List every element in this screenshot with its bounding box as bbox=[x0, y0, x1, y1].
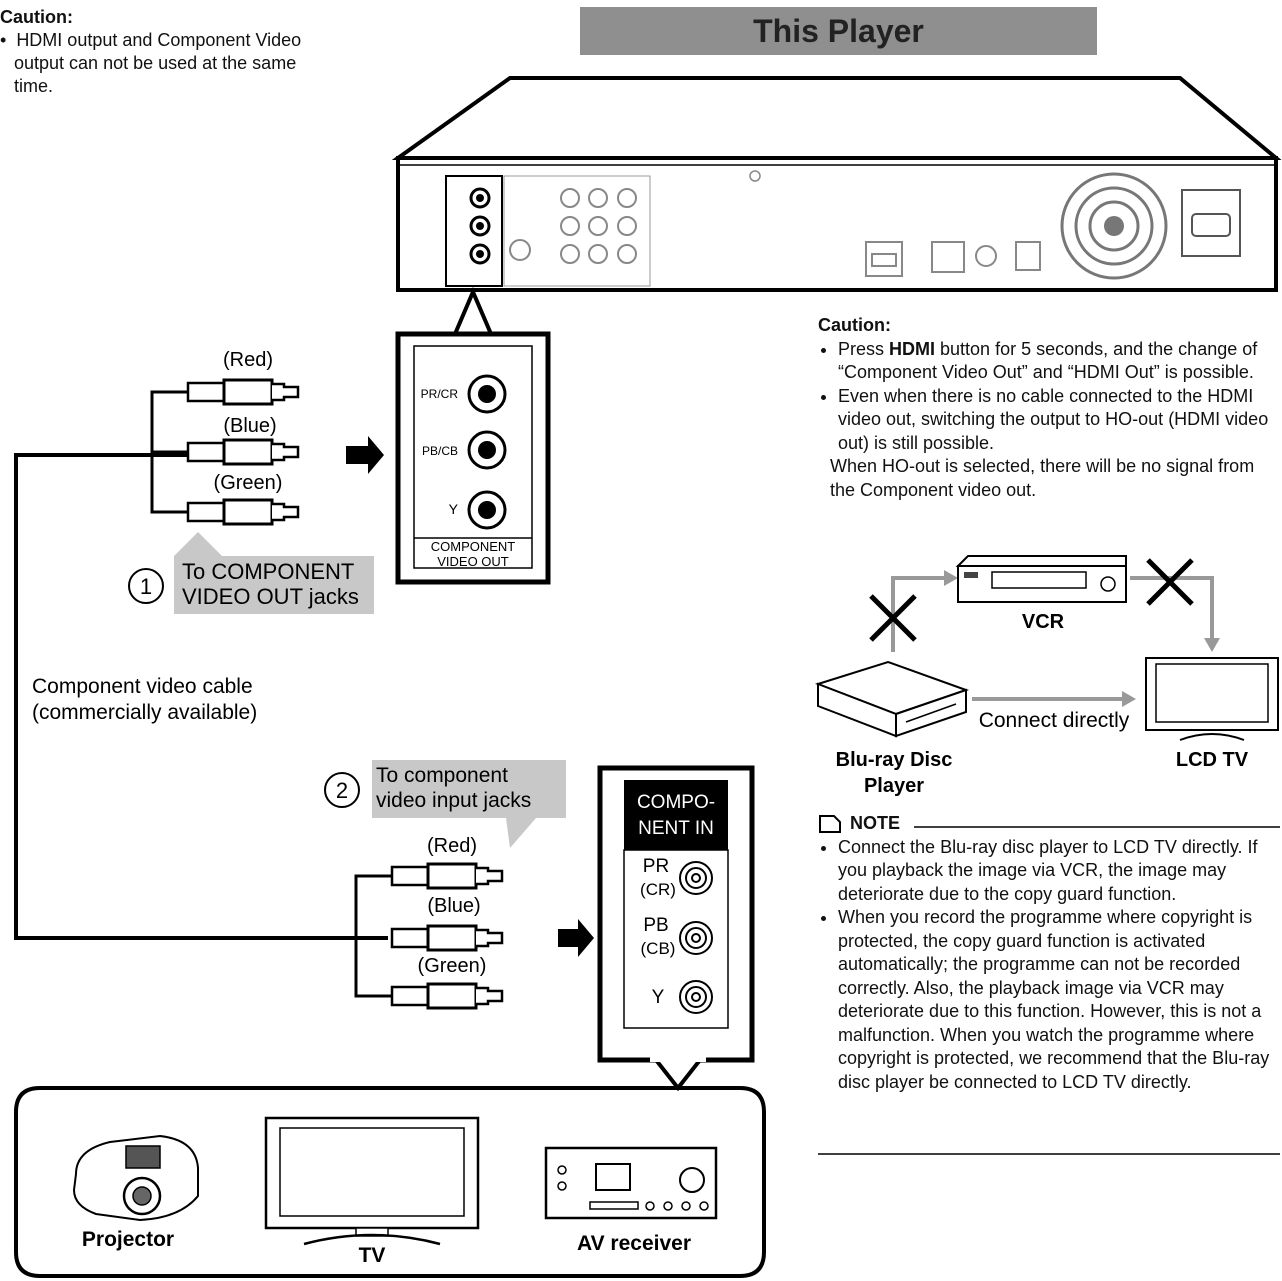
plug-blue-upper bbox=[186, 438, 300, 466]
right-caution-bullet2: Even when there is no cable connected to… bbox=[838, 385, 1278, 456]
plug-green-upper bbox=[186, 498, 300, 526]
top-caution-line2: output can not be used at the same bbox=[14, 53, 297, 73]
label-green-lower: (Green) bbox=[418, 955, 487, 977]
right-caution-bullet1: Press HDMI button for 5 seconds, and the… bbox=[838, 338, 1278, 385]
label-blue-lower: (Blue) bbox=[427, 895, 480, 917]
device-projector: Projector bbox=[82, 1228, 174, 1251]
plug-blue-lower bbox=[390, 924, 504, 952]
jack-label-pb: PB/CB bbox=[422, 444, 458, 458]
step1-callout: 1 To COMPONENT VIDEO OUT jacks bbox=[128, 532, 374, 614]
lower-plug-set: (Red) (Blue) (Green) bbox=[354, 835, 504, 1010]
jack-label-pr: PR/CR bbox=[421, 387, 459, 401]
component-in-header1: COMPO- bbox=[637, 792, 715, 813]
plug-green-lower bbox=[390, 982, 504, 1010]
arrow-to-player-panel bbox=[346, 436, 384, 474]
jack-pb-out bbox=[467, 430, 507, 470]
player-rear-illustration bbox=[391, 76, 1282, 292]
label-player-line1: Blu-ray Disc bbox=[836, 749, 953, 771]
right-caution-heading: Caution: bbox=[818, 315, 891, 335]
player-title: This Player bbox=[580, 7, 1097, 55]
step2-callout: 2 To component video input jacks bbox=[324, 760, 566, 848]
note-heading: NOTE bbox=[850, 813, 901, 833]
step1-number: 1 bbox=[140, 574, 152, 599]
direct-connection-diagram: VCR Blu-ray Disc Player LCD TV Connect d… bbox=[814, 555, 1279, 797]
step2-number: 2 bbox=[336, 778, 348, 803]
component-in-cr: (CR) bbox=[640, 880, 676, 899]
tv-icon bbox=[264, 1116, 480, 1246]
top-caution-heading: Caution: bbox=[0, 7, 73, 27]
bluray-player-icon bbox=[814, 660, 970, 738]
component-in-pr: PR bbox=[643, 856, 669, 877]
step2-line1: To component bbox=[376, 764, 508, 787]
jack-y-out bbox=[467, 490, 507, 530]
plug-red-lower bbox=[390, 862, 504, 890]
label-blue-upper: (Blue) bbox=[223, 415, 276, 437]
component-in-y: Y bbox=[652, 987, 665, 1008]
component-in-cb: (CB) bbox=[641, 939, 676, 958]
component-in-panel: COMPO- NENT IN PR (CR) PB (CB) Y bbox=[597, 765, 755, 1063]
step2-line2: video input jacks bbox=[376, 789, 531, 812]
panel-label-line1: COMPONENT bbox=[431, 539, 516, 554]
step1-line1: To COMPONENT bbox=[182, 559, 354, 584]
upper-plug-set: (Red) (Blue) (Green) bbox=[150, 349, 300, 526]
projector-icon bbox=[72, 1134, 199, 1222]
right-caution-line3: When HO-out is selected, there will be n… bbox=[830, 456, 1255, 500]
plug-red-upper bbox=[186, 378, 300, 406]
vcr-icon bbox=[955, 555, 1127, 603]
cable-label-line1: Component video cable bbox=[32, 675, 253, 698]
panel-label-line2: VIDEO OUT bbox=[437, 554, 509, 569]
top-caution: Caution: • HDMI output and Component Vid… bbox=[0, 6, 301, 98]
note-icon bbox=[819, 815, 841, 833]
component-in-pb: PB bbox=[643, 915, 668, 936]
label-green-upper: (Green) bbox=[214, 472, 283, 494]
step1-line2: VIDEO OUT jacks bbox=[182, 584, 359, 609]
lcd-tv-icon bbox=[1145, 657, 1279, 741]
note-bullet2: When you record the programme where copy… bbox=[838, 906, 1280, 1094]
component-cable-line bbox=[14, 453, 388, 940]
label-player-line2: Player bbox=[864, 775, 924, 797]
label-red-lower: (Red) bbox=[427, 835, 477, 857]
jack-pb-in bbox=[679, 921, 713, 955]
device-tv: TV bbox=[359, 1244, 386, 1267]
top-caution-line3: time. bbox=[14, 76, 54, 96]
label-connect-directly: Connect directly bbox=[979, 709, 1130, 732]
label-lcd-tv: LCD TV bbox=[1176, 749, 1249, 771]
jack-pr-out bbox=[467, 374, 507, 414]
devices-box: Projector TV AV receiver bbox=[14, 1086, 766, 1278]
label-vcr: VCR bbox=[1022, 611, 1065, 633]
note-section: NOTE Connect the Blu-ray disc player to … bbox=[818, 812, 1280, 1094]
jack-y-in bbox=[679, 980, 713, 1014]
arrow-to-component-in bbox=[558, 919, 594, 957]
device-av-receiver: AV receiver bbox=[577, 1232, 691, 1255]
jack-pr-in bbox=[679, 861, 713, 895]
right-caution: Caution: Press HDMI button for 5 seconds… bbox=[818, 314, 1278, 502]
cable-label-line2: (commercially available) bbox=[32, 701, 257, 724]
note-bullet1: Connect the Blu-ray disc player to LCD T… bbox=[838, 836, 1280, 907]
component-video-out-panel: PR/CR PB/CB Y COMPONENT VIDEO OUT bbox=[395, 331, 551, 585]
jack-label-y: Y bbox=[449, 501, 459, 517]
av-receiver-icon bbox=[544, 1146, 718, 1220]
top-caution-line1: • HDMI output and Component Video bbox=[0, 30, 302, 50]
label-red-upper: (Red) bbox=[223, 349, 273, 371]
component-in-header2: NENT IN bbox=[638, 818, 714, 839]
